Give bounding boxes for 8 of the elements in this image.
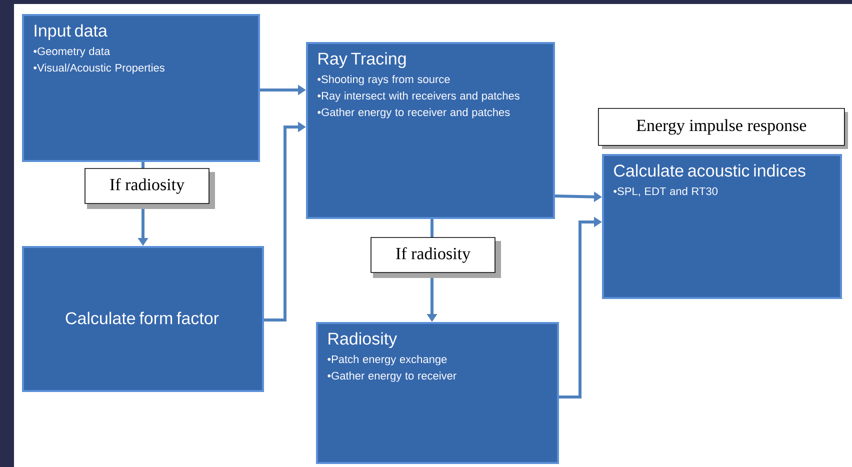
process-box: Calculate acoustic indices •SPL, EDT and RT30 (602, 154, 842, 299)
text-box: Energy impulse response (598, 108, 848, 149)
process-box: Ray Tracing •Shooting rays from source •Ray intersect with receivers and patches •Gather energy to receiver and patches (306, 42, 555, 219)
edge-label: If radiosity (84, 168, 215, 209)
process-box: Input data •Geometry data •Visual/Acoustic Properties (22, 14, 260, 162)
process-box: Calculate form factor (22, 246, 264, 392)
edge-label: If radiosity (370, 237, 501, 278)
process-box: Radiosity •Patch energy exchange •Gather energy to receiver (316, 322, 559, 464)
